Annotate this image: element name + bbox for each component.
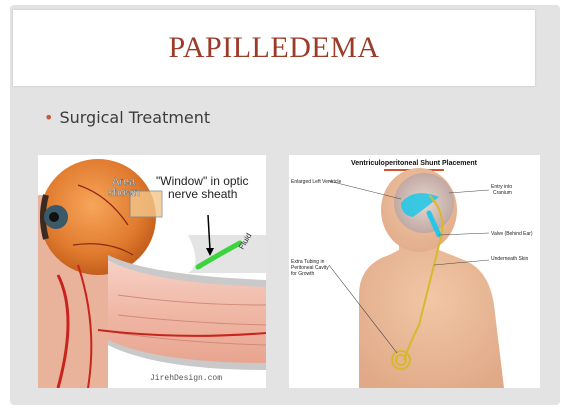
label-enlarged-ventricle: Enlarged Left Ventricle: [291, 179, 342, 185]
bullet-item: • Surgical Treatment: [44, 108, 210, 127]
label-area-shown: Area shown: [108, 176, 140, 199]
slide-title: PAPILLEDEMA: [168, 31, 379, 65]
optic-nerve-illustration: Area shown "Window" in optic nerve sheat…: [38, 155, 266, 388]
bullet-text: Surgical Treatment: [59, 108, 210, 127]
watermark: JirehDesign.com: [150, 374, 222, 383]
bullet-dot-icon: •: [44, 108, 53, 127]
label-entry-cranium: Entry into Cranium: [491, 184, 514, 196]
optic-nerve-svg: Area shown "Window" in optic nerve sheat…: [38, 155, 266, 388]
label-underneath-skin: Underneath Skin: [491, 256, 528, 262]
shunt-title: Ventriculoperitoneal Shunt Placement: [351, 160, 478, 167]
label-valve: Valve (Behind Ear): [491, 231, 533, 237]
vp-shunt-illustration: Ventriculoperitoneal Shunt Placement Enl…: [289, 155, 540, 388]
vp-shunt-svg: Ventriculoperitoneal Shunt Placement Enl…: [289, 155, 540, 388]
title-box: PAPILLEDEMA: [13, 10, 535, 86]
